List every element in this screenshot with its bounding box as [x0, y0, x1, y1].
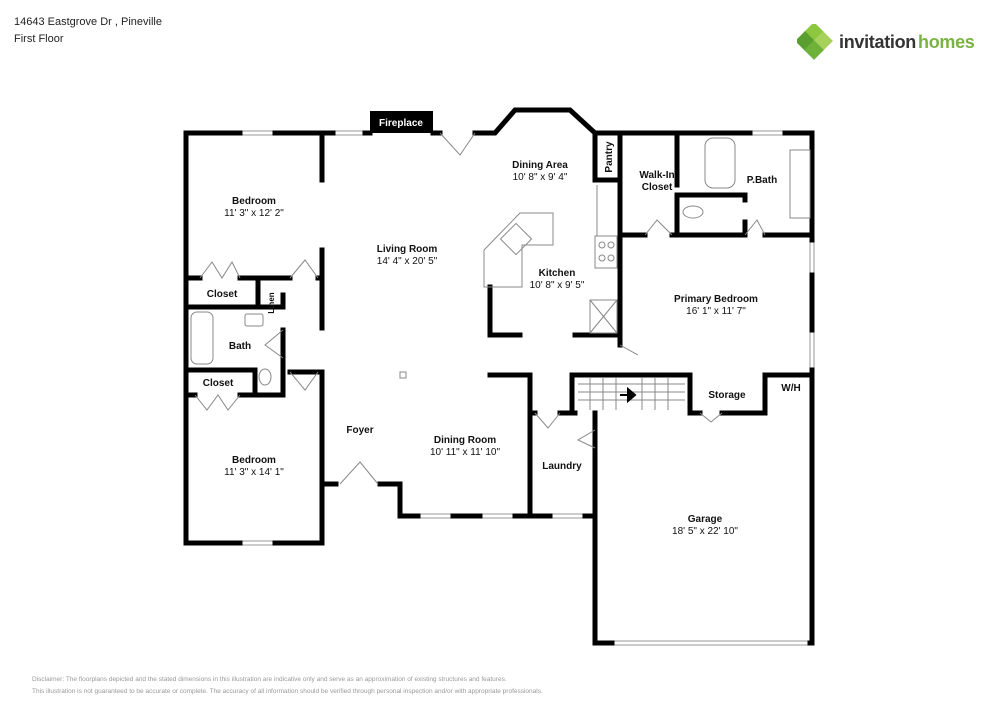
- wh-name: W/H: [781, 383, 800, 394]
- garage-name: Garage: [688, 514, 723, 525]
- kitchen-dim: 10' 8" x 9' 5": [530, 280, 585, 291]
- foyer-name: Foyer: [346, 425, 373, 436]
- fireplace: [370, 111, 433, 133]
- logo-word-homes: homes: [918, 31, 975, 52]
- kitchen-name: Kitchen: [539, 268, 576, 279]
- primary-bedroom-dim: 16' 1" x 11' 7": [686, 306, 746, 317]
- pbath-toilet-icon: [682, 205, 704, 219]
- living-room-name: Living Room: [377, 244, 438, 255]
- dining-area-name: Dining Area: [512, 160, 568, 171]
- garage-dim: 18' 5" x 22' 10": [672, 526, 738, 537]
- bedroom2-name: Bedroom: [232, 455, 276, 466]
- primary-bedroom-name: Primary Bedroom: [674, 294, 758, 305]
- dining-area-dim: 10' 8" x 9' 4": [513, 172, 568, 183]
- pbath-name: P.Bath: [747, 175, 777, 186]
- fireplace-label: Fireplace: [379, 118, 423, 129]
- bath-sink-icon: [244, 313, 264, 327]
- double-vanity-icon: [789, 149, 811, 219]
- disclaimer-line1: Disclaimer: The floorplans depicted and …: [32, 676, 507, 683]
- living-room-dim: 14' 4" x 20' 5": [377, 256, 438, 267]
- stairs-arrow-icon: [620, 386, 637, 404]
- kitchen-sink-icon: [499, 222, 533, 256]
- walkin-name1: Walk-In: [639, 170, 674, 181]
- disclaimer-line2: This illustration is not guaranteed to b…: [32, 688, 543, 695]
- disclaimer: Disclaimer: The floorplans depicted and …: [32, 674, 543, 698]
- bathtub-icon: [190, 311, 214, 365]
- closet1-name: Closet: [207, 289, 238, 300]
- pbath-tub-icon: [704, 137, 736, 189]
- header: 14643 Eastgrove Dr , Pineville First Flo…: [14, 14, 162, 48]
- bedroom2-dim: 11' 3" x 14' 1": [224, 467, 284, 478]
- entry-door-swing: [339, 461, 379, 485]
- linen-name: Linen: [267, 292, 276, 313]
- logo-word-invitation: invitation: [839, 31, 916, 52]
- refrigerator-icon: [589, 299, 618, 334]
- closet2-name: Closet: [203, 378, 234, 389]
- fixtures: [190, 132, 811, 485]
- toilet-icon: [258, 368, 272, 386]
- address: 14643 Eastgrove Dr , Pineville: [14, 16, 162, 28]
- door-swing: [439, 132, 476, 156]
- bedroom1-dim: 11' 3" x 12' 2": [224, 208, 284, 219]
- bath-name: Bath: [229, 341, 251, 352]
- bedroom1-name: Bedroom: [232, 196, 276, 207]
- stove-icon: [594, 235, 618, 269]
- walkin-name2: Closet: [642, 182, 673, 193]
- dining-room-name: Dining Room: [434, 435, 496, 446]
- pantry-name: Pantry: [604, 141, 615, 173]
- storage-name: Storage: [708, 390, 746, 401]
- clover-logo-icon: [797, 24, 833, 60]
- floor-label: First Floor: [14, 33, 64, 45]
- walls: [183, 107, 815, 646]
- dining-room-dim: 10' 11" x 11' 10": [430, 447, 500, 458]
- laundry-name: Laundry: [542, 461, 582, 472]
